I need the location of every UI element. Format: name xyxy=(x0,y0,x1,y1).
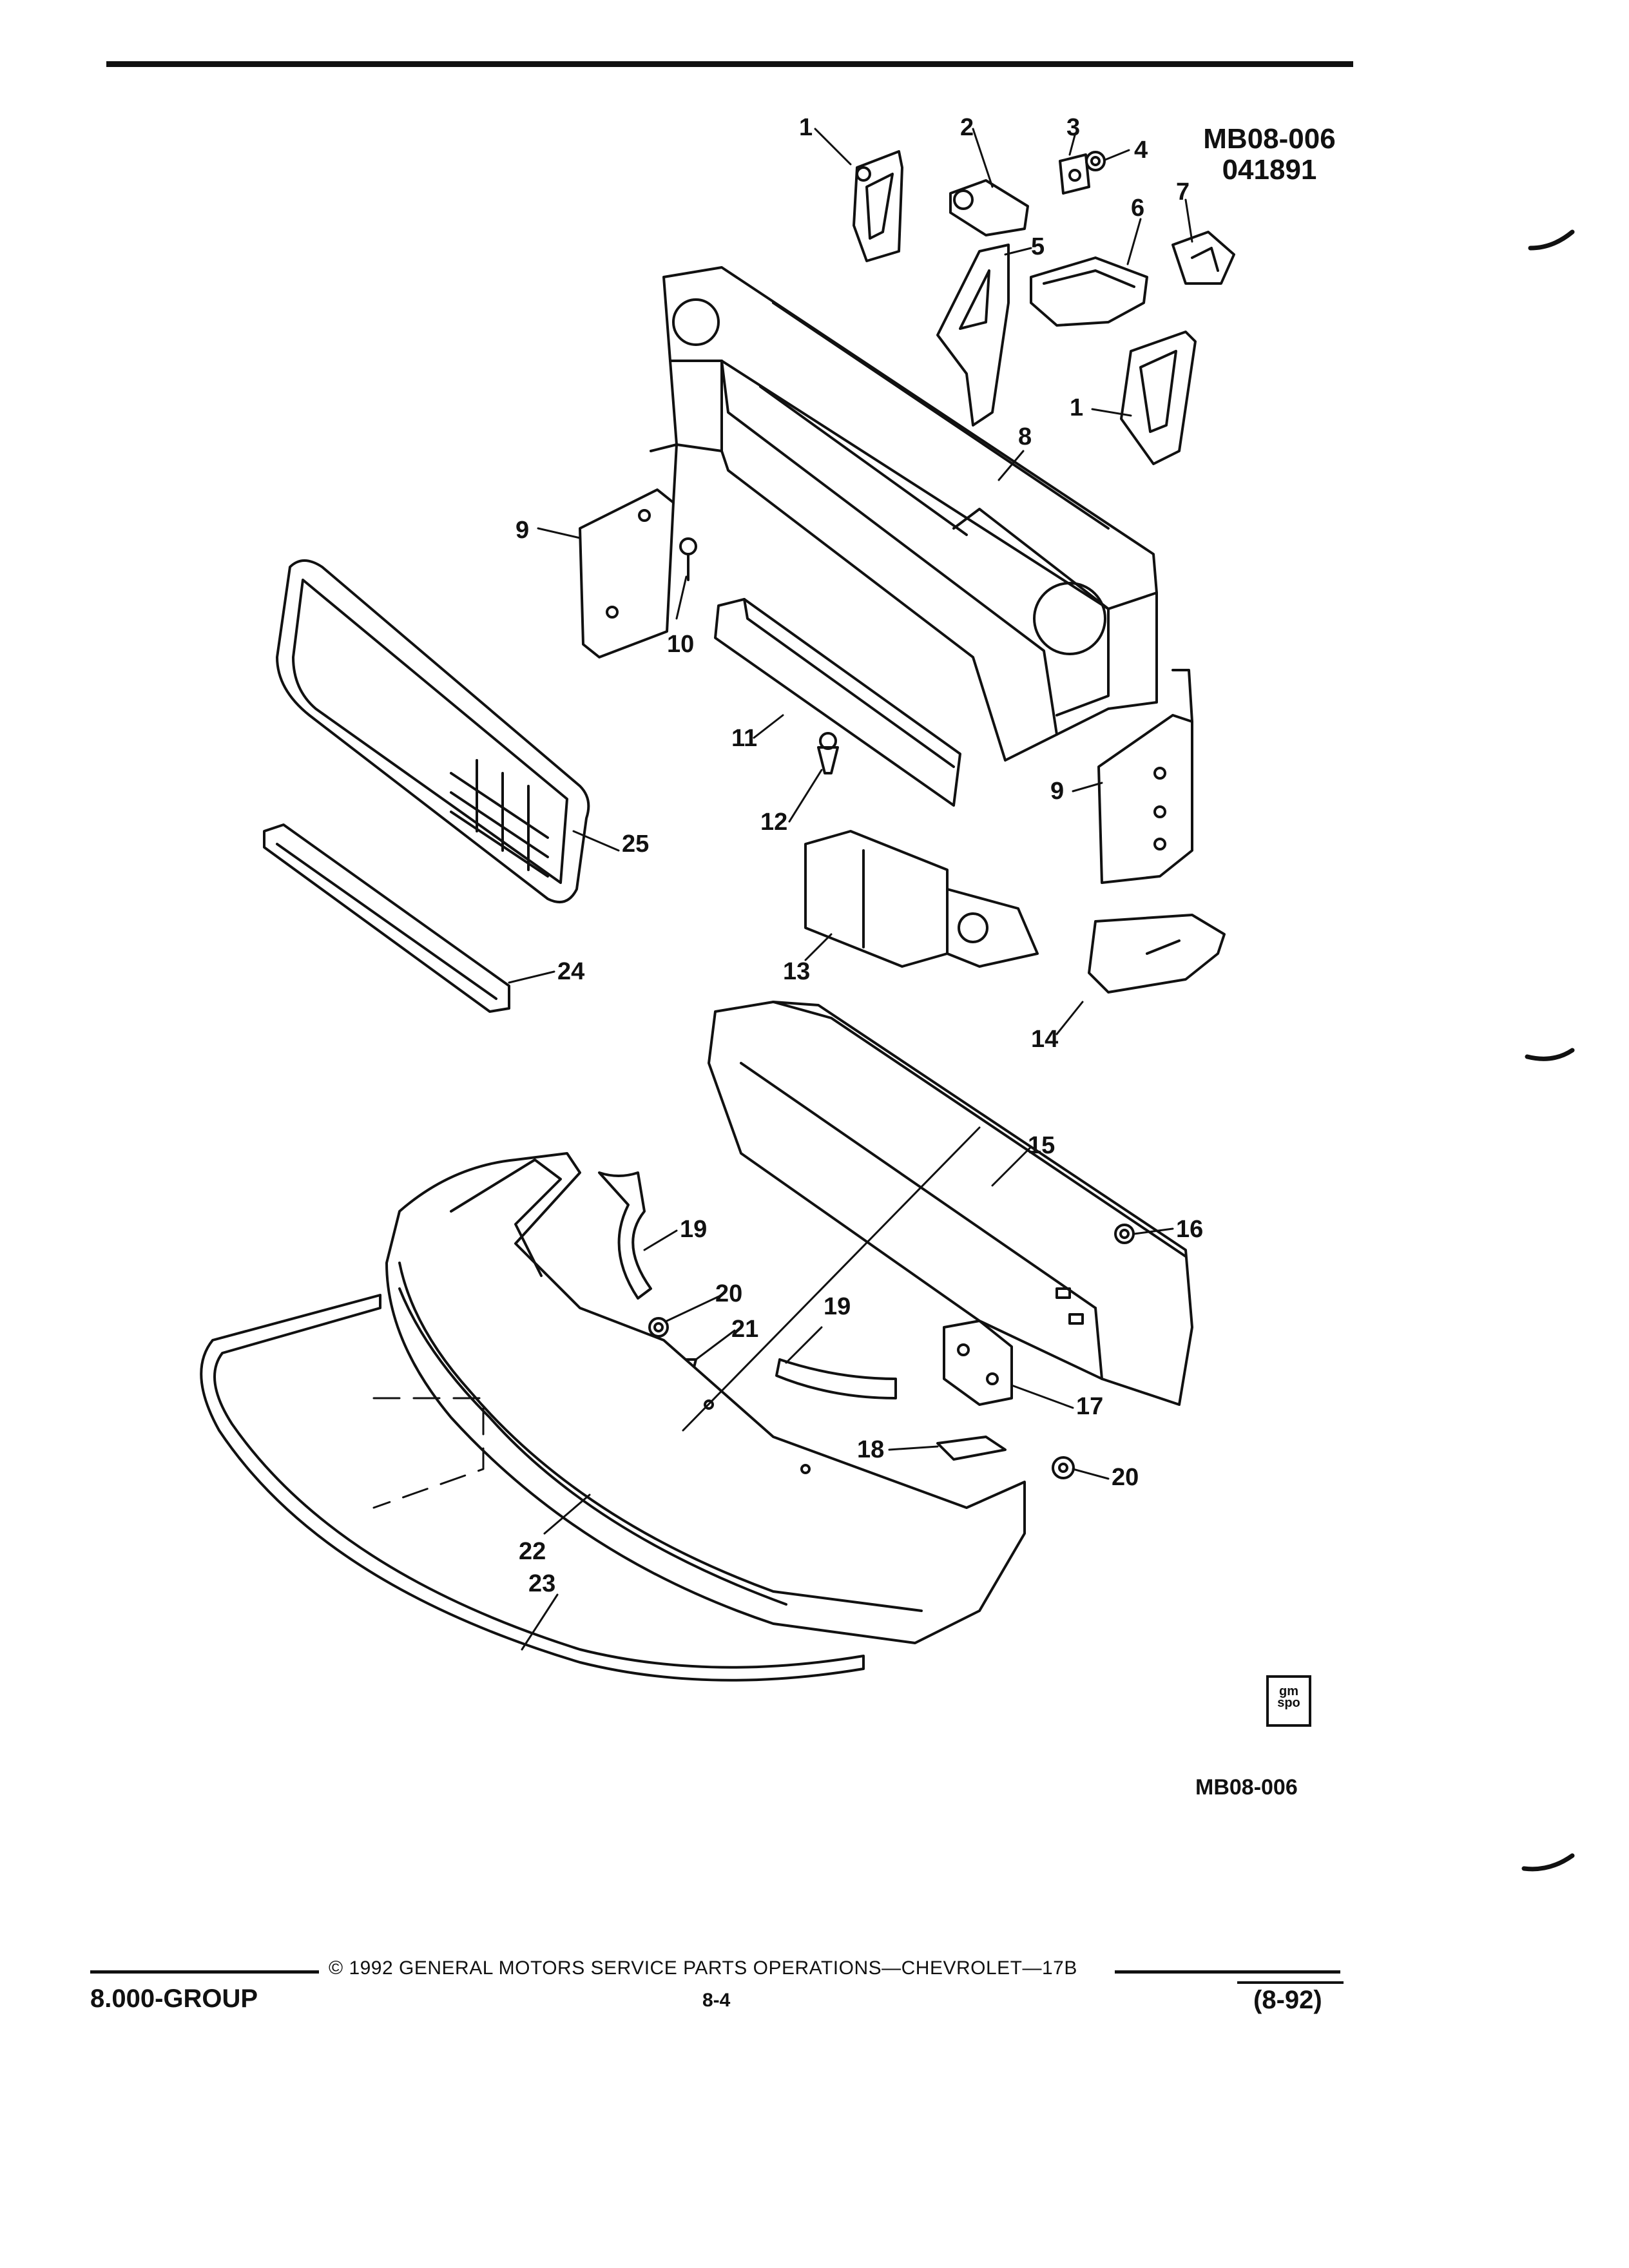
callout-25: 25 xyxy=(622,831,649,858)
part-17-bracket xyxy=(943,1320,1013,1406)
part-2-bracket xyxy=(949,179,1029,236)
callout-17: 17 xyxy=(1076,1393,1103,1420)
part-11-deflector xyxy=(714,598,961,807)
binder-mark-middle xyxy=(1525,1048,1575,1061)
callout-18: 18 xyxy=(857,1436,884,1463)
callout-leaders xyxy=(372,128,1193,1651)
callout-8: 8 xyxy=(1018,423,1032,450)
callout-20b: 20 xyxy=(1112,1464,1139,1491)
callout-16: 16 xyxy=(1176,1216,1203,1243)
part-19-lower-molding xyxy=(775,1358,897,1399)
part-19-upper-molding xyxy=(598,1171,652,1300)
footer-rule-right xyxy=(1115,1970,1340,1974)
part-22-bumper-fascia xyxy=(385,1152,1026,1644)
part-9-side-panel-left xyxy=(579,443,678,658)
part-12-push-pin xyxy=(817,732,839,774)
part-20-nut-lower xyxy=(1052,1456,1075,1479)
callout-20a: 20 xyxy=(715,1280,742,1307)
gm-spo-logo-text: gm spo xyxy=(1277,1684,1300,1710)
part-6-support xyxy=(1030,256,1148,327)
part-14-side-marker-lamp xyxy=(1088,914,1226,994)
revision-date: (8-92) xyxy=(1253,1986,1322,2014)
callout-13: 13 xyxy=(783,958,810,985)
callout-15: 15 xyxy=(1028,1132,1055,1159)
diagram-code: MB08-006 xyxy=(1203,123,1336,155)
callout-22: 22 xyxy=(519,1538,546,1565)
page-number: 8-4 xyxy=(702,1990,731,2011)
callout-21: 21 xyxy=(731,1316,758,1343)
callout-24: 24 xyxy=(557,958,584,985)
callout-5: 5 xyxy=(1031,233,1045,260)
part-7-clip xyxy=(1171,231,1235,285)
callout-7: 7 xyxy=(1176,178,1190,206)
footer-rule-under xyxy=(1237,1981,1344,1984)
part-23-lower-air-deflector xyxy=(200,1294,865,1682)
part-3-clip xyxy=(1059,153,1090,195)
part-18-clip xyxy=(936,1436,1007,1461)
callout-3: 3 xyxy=(1066,114,1080,141)
part-10-push-pin xyxy=(679,537,697,581)
callout-6: 6 xyxy=(1131,195,1144,222)
part-1-brace-left xyxy=(853,150,903,262)
binder-mark-top xyxy=(1528,229,1575,251)
gm-spo-logo: gm spo xyxy=(1266,1675,1311,1727)
part-4-nut xyxy=(1085,151,1106,171)
part-9-side-panel-right xyxy=(1097,669,1193,884)
callout-11: 11 xyxy=(731,725,757,752)
callout-4: 4 xyxy=(1134,137,1148,164)
copyright-line: © 1992 GENERAL MOTORS SERVICE PARTS OPER… xyxy=(329,1957,1077,1979)
part-24-grille-support xyxy=(263,823,510,1013)
header-rule xyxy=(106,61,1353,67)
part-13-headlamp xyxy=(804,830,1039,968)
group-number: 8.000-GROUP xyxy=(90,1984,258,2013)
part-8-radiator-support xyxy=(662,266,1158,762)
part-20-nut-upper xyxy=(648,1317,669,1338)
footer-rule-left xyxy=(90,1970,319,1974)
callout-labels: 1 2 3 4 5 6 7 1 8 9 10 11 12 9 25 24 13 … xyxy=(516,114,1203,1597)
callout-2: 2 xyxy=(960,114,974,141)
callout-1a: 1 xyxy=(799,114,813,141)
callout-1b: 1 xyxy=(1070,394,1083,421)
callout-14: 14 xyxy=(1031,1026,1058,1053)
callout-12: 12 xyxy=(760,809,787,836)
binder-mark-bottom xyxy=(1521,1853,1575,1872)
callout-19b: 19 xyxy=(824,1293,851,1320)
figure-id: MB08-006 xyxy=(1195,1775,1298,1800)
callout-9a: 9 xyxy=(516,517,529,544)
part-1-brace-right xyxy=(1120,331,1197,465)
part-15-impact-bar xyxy=(708,1001,1193,1406)
callout-9b: 9 xyxy=(1050,778,1064,805)
callout-19a: 19 xyxy=(680,1216,707,1243)
part-25-grille xyxy=(276,559,590,903)
callout-10: 10 xyxy=(667,631,694,658)
diagram-date: 041891 xyxy=(1222,154,1317,186)
callout-23: 23 xyxy=(528,1570,555,1597)
